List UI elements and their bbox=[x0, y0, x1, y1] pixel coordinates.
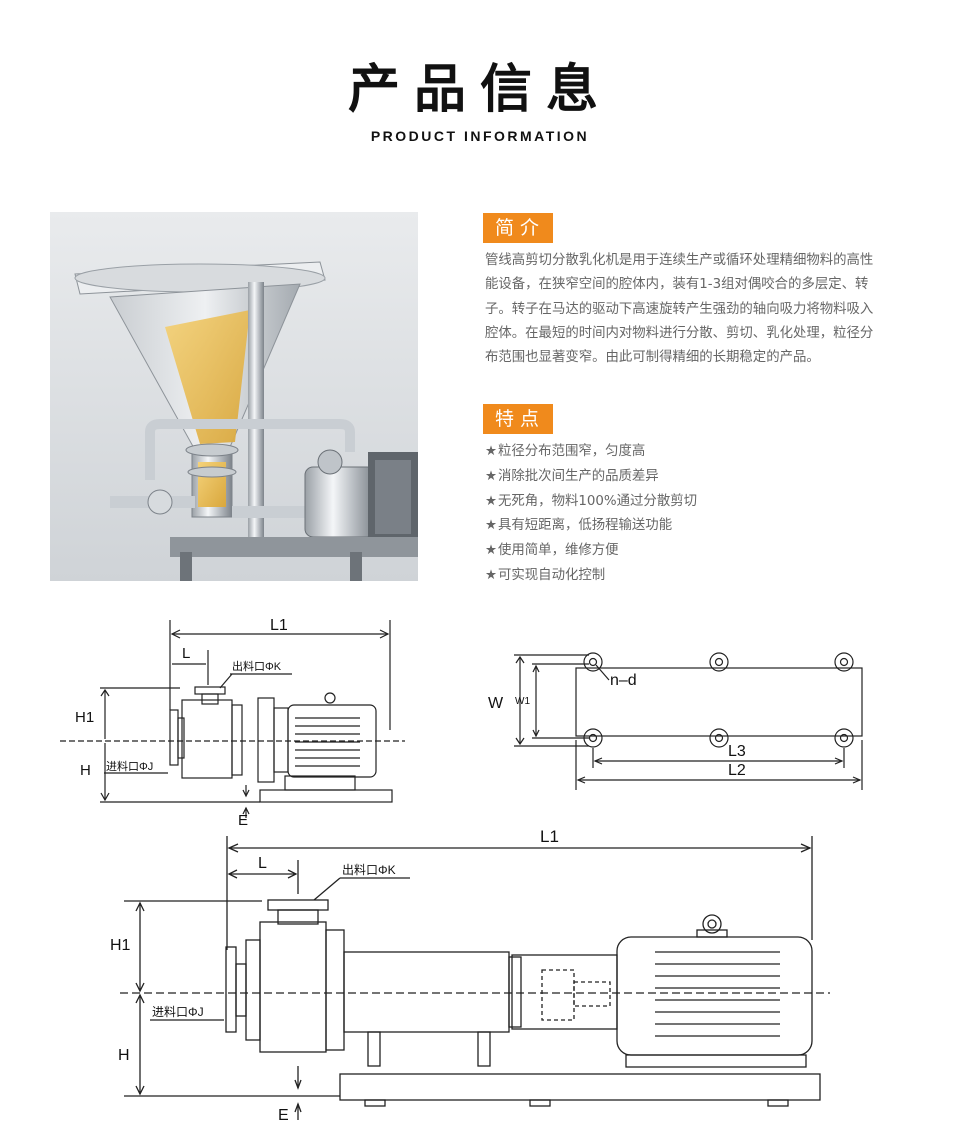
mount-hole bbox=[583, 728, 603, 748]
feature-item: ★无死角，物料100%通过分散剪切 bbox=[485, 493, 697, 509]
star-icon: ★ bbox=[485, 543, 498, 559]
feature-item: ★使用简单，维修方便 bbox=[485, 543, 619, 559]
large-side-view-diagram: L1 L 出料口ΦK H1 H 进料口ΦJ E bbox=[110, 827, 830, 1122]
star-icon: ★ bbox=[485, 468, 498, 484]
intro-badge: 简介 bbox=[483, 213, 553, 243]
star-icon: ★ bbox=[485, 493, 498, 509]
mount-hole bbox=[709, 728, 729, 748]
feature-item: ★粒径分布范围窄，匀度高 bbox=[485, 444, 646, 459]
outlet-label: 出料口ΦK bbox=[342, 863, 396, 877]
feature-item: ★消除批次间生产的品质差异 bbox=[485, 468, 659, 484]
star-icon: ★ bbox=[485, 444, 498, 459]
dim-w: W bbox=[488, 695, 504, 712]
inlet-label: 进料口ΦJ bbox=[152, 1005, 204, 1019]
dim-l3: L3 bbox=[728, 743, 746, 760]
dim-l1: L1 bbox=[540, 827, 559, 846]
star-icon: ★ bbox=[485, 567, 498, 583]
dim-h1: H1 bbox=[75, 709, 94, 726]
mount-hole bbox=[583, 652, 603, 672]
intro-text: 管线高剪切分散乳化机是用于连续生产或循环处理精细物料的高性能设备，在狭窄空间的腔… bbox=[485, 253, 874, 366]
feature-item: ★具有短距离，低扬程输送功能 bbox=[485, 518, 673, 534]
features-badge: 特点 bbox=[483, 404, 553, 434]
page-subtitle: PRODUCT INFORMATION bbox=[370, 128, 590, 144]
base-plan-diagram: W W1 n–d L3 L2 bbox=[488, 652, 863, 790]
dim-h: H bbox=[80, 762, 91, 779]
star-icon: ★ bbox=[485, 518, 498, 534]
dim-nd: n–d bbox=[610, 672, 637, 689]
small-side-view-diagram: L1 L 出料口ΦK H1 H 进料口ΦJ E bbox=[60, 617, 405, 829]
dim-e: E bbox=[238, 812, 248, 829]
dim-l2: L2 bbox=[728, 762, 746, 779]
product-photo bbox=[50, 212, 418, 581]
outlet-label: 出料口ΦK bbox=[232, 659, 282, 673]
features-list: ★粒径分布范围窄，匀度高 ★消除批次间生产的品质差异 ★无死角，物料100%通过… bbox=[485, 440, 697, 589]
mount-hole bbox=[834, 652, 854, 672]
dim-e: E bbox=[278, 1107, 289, 1122]
mount-hole bbox=[834, 728, 854, 748]
dim-w1: W1 bbox=[515, 696, 530, 707]
feature-item: ★可实现自动化控制 bbox=[485, 567, 606, 583]
dim-l: L bbox=[258, 855, 267, 872]
page-title: 产品信息 bbox=[347, 60, 612, 120]
dim-h: H bbox=[118, 1047, 130, 1064]
dim-l: L bbox=[182, 645, 190, 662]
dim-l1: L1 bbox=[270, 617, 288, 634]
mount-hole bbox=[709, 652, 729, 672]
dim-h1: H1 bbox=[110, 937, 131, 954]
inlet-label: 进料口ΦJ bbox=[106, 759, 153, 773]
